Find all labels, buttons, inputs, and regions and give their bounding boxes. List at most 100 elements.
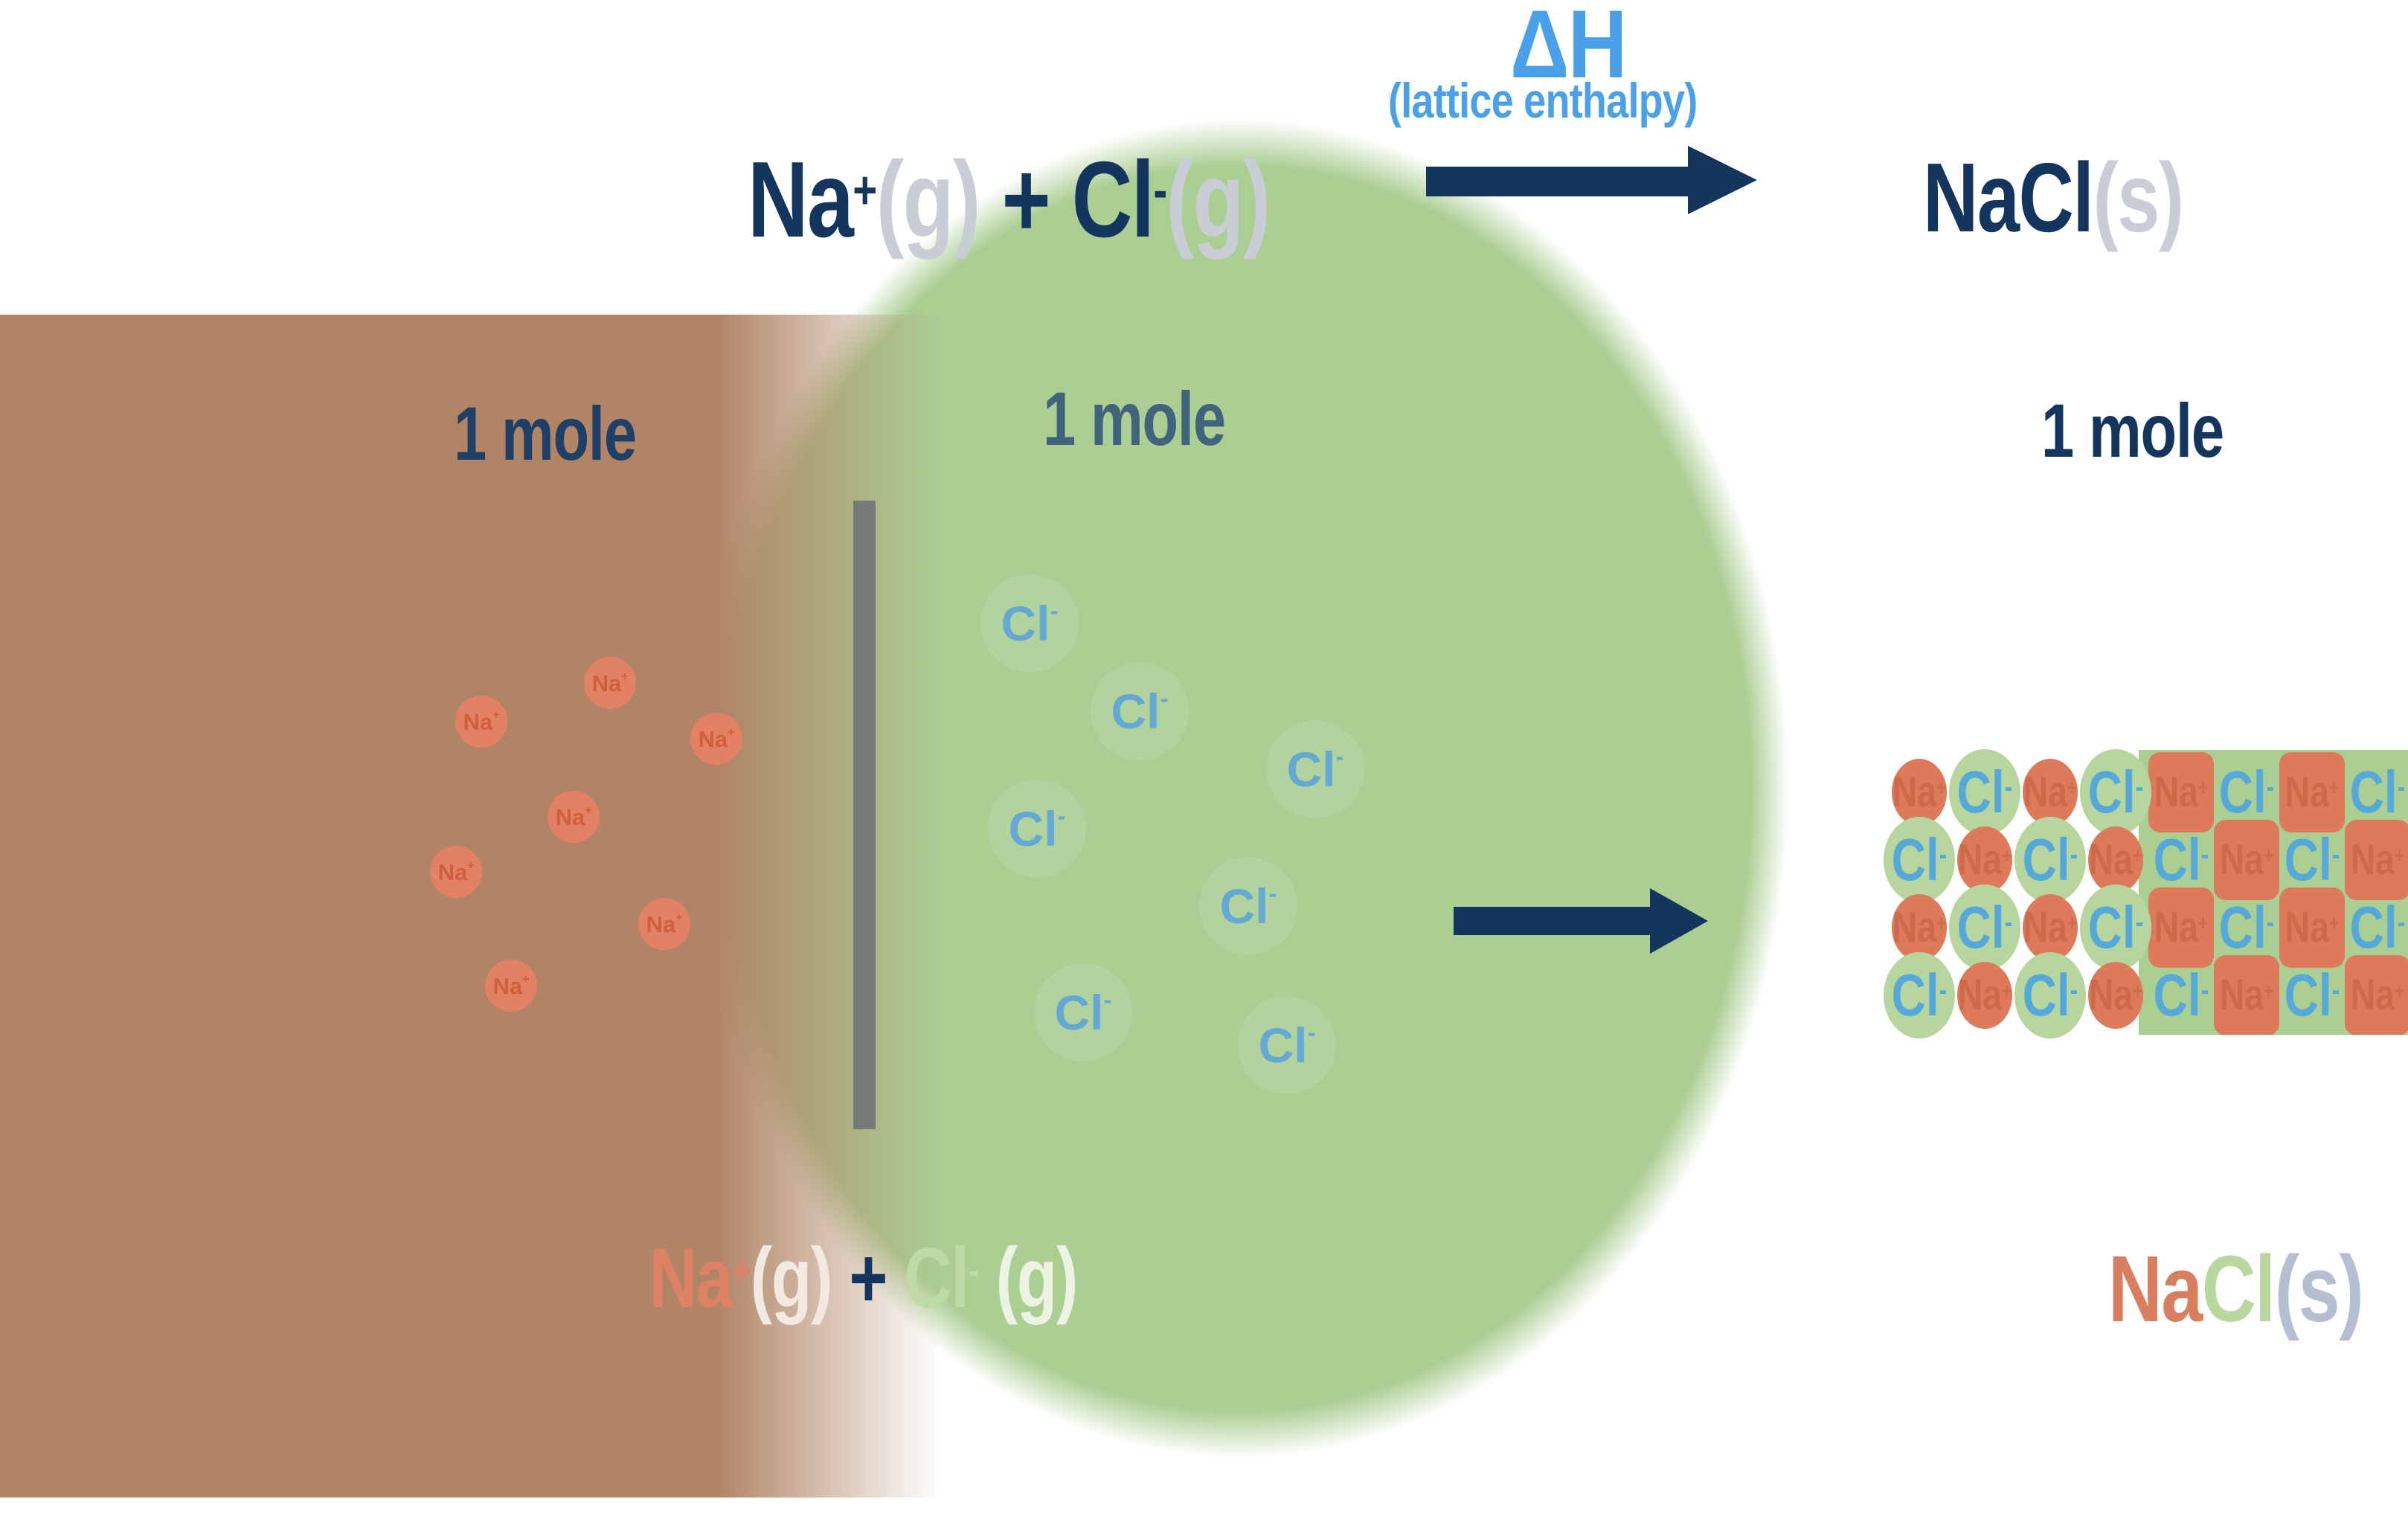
lattice-na-ion [1892,894,1947,961]
lattice-cl-ion [2080,885,2151,971]
lattice-cl-label: Cl- [1956,894,2013,960]
na-ion-particle: Na+ [485,960,537,1012]
lattice-solid-slab: Na+Cl-Na+Cl-Cl-Na+Cl-Na+Na+Cl-Na+Cl-Cl-N… [2139,750,2408,1035]
bottom-na-state: (g) [750,1231,833,1326]
lattice-na-ion [2088,826,2143,893]
lattice-na-label: Na+ [1892,903,1947,951]
lattice-na-label: Na+ [2219,971,2274,1019]
na-ion-particle: Na+ [584,657,636,709]
na-charge: + [853,160,877,221]
caption-state: (s) [2274,1236,2364,1341]
lattice-na-ion [1892,759,1947,826]
lattice-na-ion [2148,752,2214,832]
lattice-cl-label: Cl- [2284,962,2340,1028]
bottom-na-symbol: Na+ [649,1231,751,1326]
lattice-cl-label: Cl- [2022,962,2078,1028]
delta-h-label: ΔH [1510,0,1628,98]
product-formula: NaCl [1923,143,2094,252]
lattice-enthalpy-label: (lattice enthalpy) [1388,73,1698,128]
lattice-na-ion [2088,962,2143,1029]
lattice-na-label: Na+ [1957,835,2012,884]
product-state: (s) [2093,143,2184,252]
lattice-cl-label: Cl- [2087,759,2144,825]
lattice-na-label: Na+ [1957,971,2012,1019]
lattice-cl-ion [2080,749,2151,835]
caption-cl: Cl [2201,1236,2276,1341]
lattice-na-ion [2214,820,2279,900]
na-symbol: Na [748,139,854,260]
lattice-na-label: Na+ [2023,768,2078,816]
lattice-cl-label: Cl- [1956,759,2013,825]
lattice-na-label: Na+ [2285,768,2340,816]
lattice-na-ion [2023,759,2078,826]
na-state: (g) [876,139,981,260]
lattice-na-label: Na+ [1892,768,1947,816]
cl-ion-label: Cl- [988,780,1086,878]
lattice-na-label: Na+ [2023,903,2078,951]
bottom-cl-state: (g) [995,1231,1079,1326]
lattice-na-ion [2023,894,2078,961]
mole-label-lattice: 1 mole [2041,388,2224,473]
lattice-cl-ion [2014,952,2086,1039]
lattice-na-label: Na+ [2350,971,2405,1019]
na-ion-particle: Na+ [455,696,507,748]
product-title: NaCl(s) [1923,149,2184,247]
lattice-cl-label: Cl- [2284,826,2340,893]
lattice-na-ion [2148,887,2214,968]
lattice-cl-label: Cl- [2349,894,2406,960]
na-ion-particle: Na+ [690,713,742,765]
cl-ion-label: Cl- [1238,996,1336,1094]
cl-ion-label: Cl- [1199,857,1297,955]
lattice-cl-label: Cl- [1891,962,1948,1028]
cl-ion-label: Cl- [1034,963,1132,1062]
lattice-cl-ion [1949,749,2020,835]
cl-ion-label: Cl- [1091,662,1189,760]
lattice-na-label: Na+ [2350,835,2405,884]
lattice-na-ion [2279,752,2345,832]
lattice-caption: NaCl(s) [2108,1242,2364,1336]
reaction-arrow-icon [1426,146,1757,214]
mole-label-sodium: 1 mole [454,391,637,476]
condensation-arrow-icon [1454,888,1708,954]
cl-ion-label: Cl- [980,574,1079,672]
lattice-cl-label: Cl- [2218,894,2275,960]
lattice-cl-ion [1884,952,1955,1039]
bottom-plus-sign: + [849,1231,888,1326]
lattice-na-ion [1957,962,2012,1029]
lattice-cl-label: Cl- [2349,759,2406,825]
cl-symbol: Cl [1071,139,1155,260]
lattice-na-label: Na+ [2285,903,2340,951]
lattice-cl-ion [2014,817,2086,903]
lattice-na-label: Na+ [2088,971,2143,1019]
lattice-cl-label: Cl- [1891,826,1948,893]
cl-ion-label: Cl- [1266,720,1364,818]
cl-charge: - [1153,160,1167,221]
lattice-cl-label: Cl- [2022,826,2078,893]
reactants-title: Na+(g) + Cl-(g) [748,146,1271,254]
lattice-cl-label: Cl- [2087,894,2144,960]
bottom-equation: Na+(g) + Cl- (g) [649,1236,1079,1321]
lattice-na-ion [2345,820,2408,900]
lattice-cl-label: Cl- [2153,962,2209,1028]
mole-label-chloride: 1 mole [1043,376,1226,461]
sodium-gas-region [0,315,941,1497]
lattice-na-label: Na+ [2154,768,2209,816]
na-ion-particle: Na+ [430,846,482,898]
lattice-na-label: Na+ [2088,835,2143,884]
lattice-cl-ion [1949,885,2020,971]
lattice-na-ion [2279,887,2345,968]
lattice-na-ion [2214,955,2279,1035]
lattice-cl-ion [1884,817,1955,903]
plus-sign: + [1001,139,1051,260]
lattice-na-label: Na+ [2154,903,2209,951]
lattice-na-label: Na+ [2219,835,2274,884]
lattice-cl-label: Cl- [2218,759,2275,825]
region-divider-bar [853,501,876,1129]
na-ion-particle: Na+ [638,898,690,950]
lattice-na-ion [1957,826,2012,893]
lattice-cl-label: Cl- [2153,826,2209,893]
lattice-na-ion [2345,955,2408,1035]
cl-state: (g) [1166,139,1271,260]
bottom-cl-symbol: Cl- [904,1231,980,1326]
